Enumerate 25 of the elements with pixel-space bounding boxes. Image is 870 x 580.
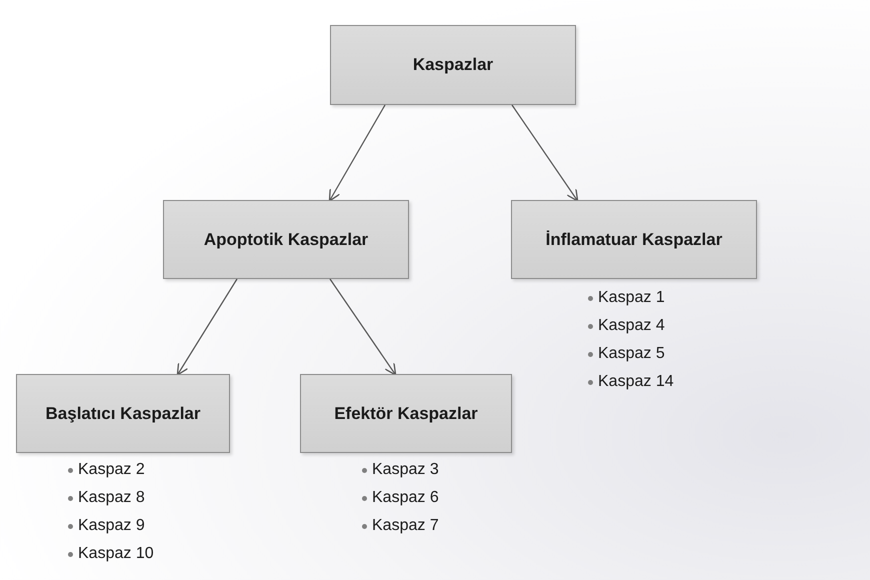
category-box	[330, 25, 576, 105]
list-item: Kaspaz 5	[598, 344, 665, 364]
list-item: Kaspaz 10	[78, 544, 154, 564]
list-item: Kaspaz 7	[372, 516, 439, 536]
list-item: Kaspaz 4	[598, 316, 665, 336]
box-title: İnflamatuar Kaspazlar	[546, 230, 722, 250]
list-item: Kaspaz 6	[372, 488, 439, 508]
list-item: Kaspaz 3	[372, 460, 439, 480]
box-title: Başlatıcı Kaspazlar	[46, 404, 200, 424]
arrow	[176, 278, 238, 376]
list-item: Kaspaz 8	[78, 488, 145, 508]
arrow	[330, 278, 396, 376]
list-item: Kaspaz 1	[598, 288, 665, 308]
category-box	[300, 374, 512, 453]
box-title: Efektör Kaspazlar	[334, 404, 478, 424]
list-item: Kaspaz 2	[78, 460, 145, 480]
box-title: Apoptotik Kaspazlar	[204, 230, 368, 250]
category-box	[16, 374, 230, 453]
category-box	[163, 200, 409, 279]
arrow	[512, 104, 578, 202]
list-item: Kaspaz 9	[78, 516, 145, 536]
category-box	[511, 200, 757, 279]
list-item: Kaspaz 14	[598, 372, 674, 392]
box-title: Kaspazlar	[412, 55, 494, 75]
arrow	[328, 104, 386, 202]
